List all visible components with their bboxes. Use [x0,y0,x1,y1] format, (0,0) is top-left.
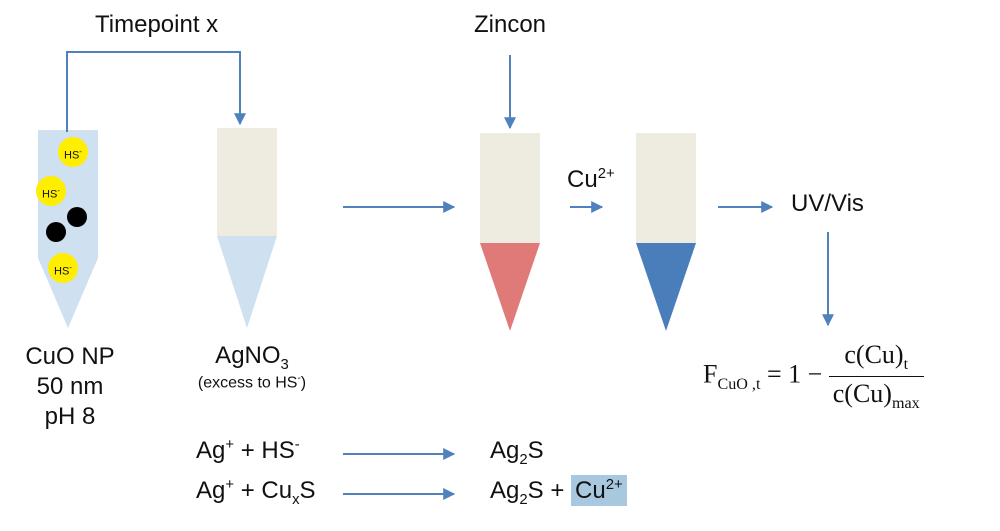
cu-tube-top [636,133,696,243]
uvvis-label: UV/Vis [791,190,864,217]
formula-numerator: c(Cu)t [828,340,924,378]
cuo-nanoparticle-1 [67,207,87,227]
reaction1-reactants: Ag+ + HS- [196,437,300,464]
hs-particle-1: HS- [58,137,88,167]
cuo-nanoparticle-2 [46,222,66,242]
hs-particle-2: HS- [36,176,66,206]
reaction2-reactants: Ag+ + CuxS [196,477,316,508]
cuo-label-line3: pH 8 [44,403,96,430]
formula-denominator: c(Cu)max [832,379,920,413]
reaction2-product: Ag2S + Cu2+ [490,475,627,508]
hs-particle-3: HS- [48,253,78,283]
agno3-tube-cone [217,236,277,328]
cuo-label-line2: 50 nm [36,373,104,400]
excess-label: (excess to HS-) [197,373,307,392]
cuo-label-line1: CuO NP [25,343,115,370]
zincon-tube-top [480,133,540,243]
agno3-tube-top [217,128,277,236]
agno3-label: AgNO3 [215,342,289,373]
cu-tube-cone-blue [636,243,696,331]
cu2plus-label: Cu2+ [567,166,615,193]
zincon-tube-cone-red [480,243,540,331]
timepoint-label: Timepoint x [95,11,219,38]
timepoint-connector-arrow [66,51,246,132]
released-cu2plus-highlight: Cu2+ [571,475,627,506]
zincon-label: Zincon [473,11,547,38]
reaction1-product: Ag2S [490,437,544,468]
cuo-label: CuO NP 50 nm pH 8 [25,342,114,432]
